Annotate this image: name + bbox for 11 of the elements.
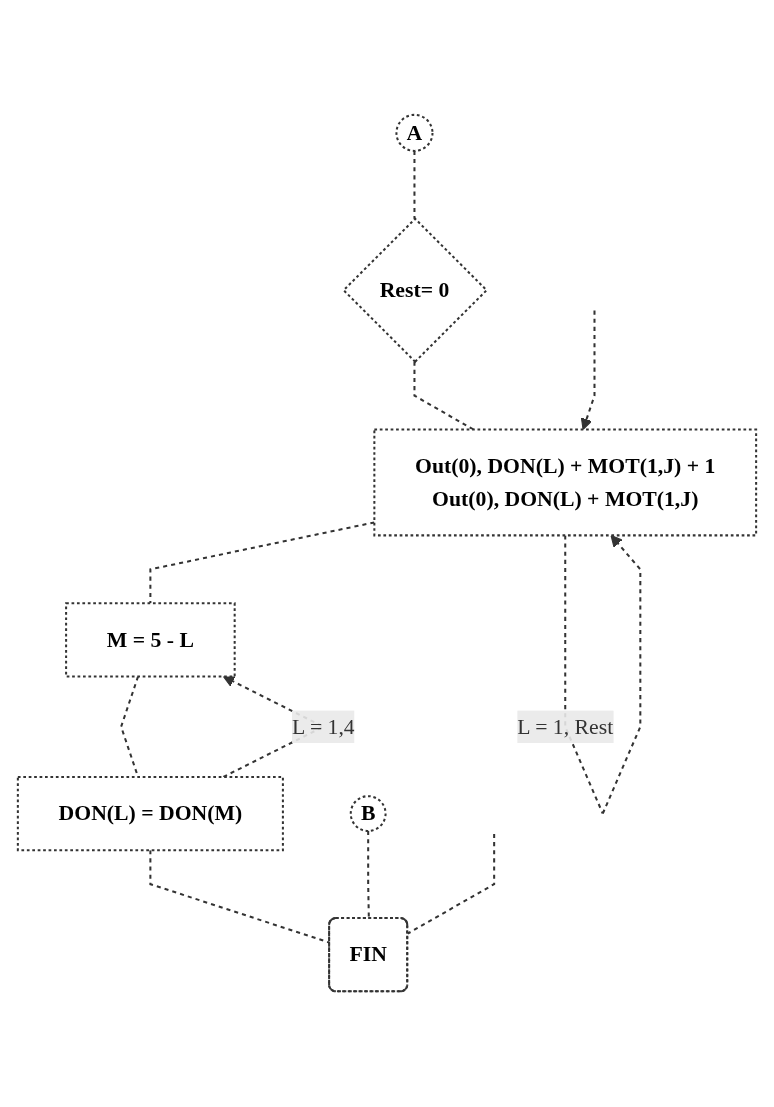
edge-label: L = 1, Rest <box>517 714 614 738</box>
node-diamond: Rest= 0 <box>342 217 489 364</box>
node-circle: A <box>395 114 434 153</box>
edge-label: L = 1,4 <box>292 714 355 738</box>
connector-line <box>149 521 375 604</box>
node-box: M = 5 - L <box>65 602 236 678</box>
node-circle: B <box>349 795 387 833</box>
connector-line <box>407 834 496 935</box>
connector-line <box>413 151 416 220</box>
node-box: Out(0), DON(L) + MOT(1,J) + 1 Out(0), DON(L) + MOT(1,J) <box>373 428 758 537</box>
node-box: DON(L) = DON(M) <box>16 776 284 852</box>
